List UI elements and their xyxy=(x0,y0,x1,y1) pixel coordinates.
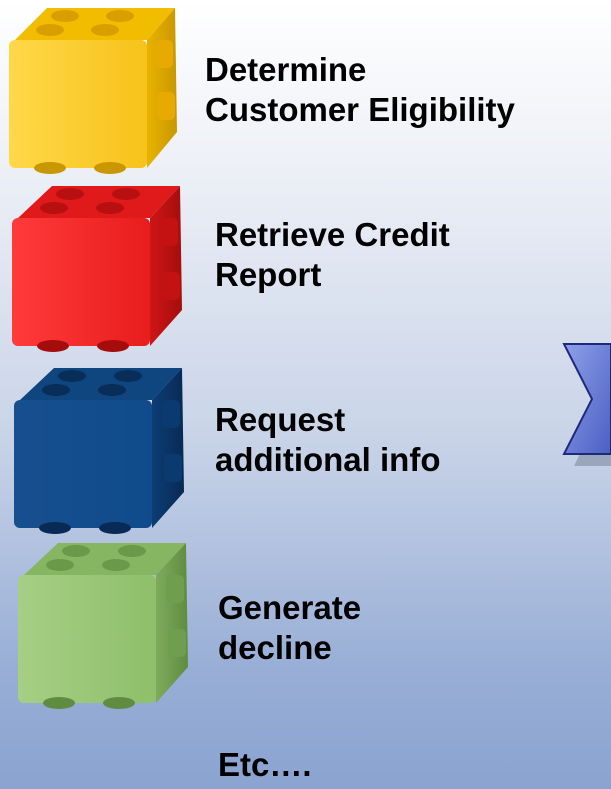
step-label-line1: Request xyxy=(215,401,346,438)
step-label: Generate decline xyxy=(218,588,361,668)
step-label-line1: Generate xyxy=(218,589,362,626)
red-lego-block xyxy=(12,186,182,352)
chevron-arrow-icon xyxy=(562,343,611,466)
step-label-line1: Determine xyxy=(205,51,367,88)
step-label-line2: Report xyxy=(215,256,322,293)
step-label: Determine Customer Eligibility xyxy=(205,50,515,130)
step-label: Retrieve Credit Report xyxy=(215,215,450,295)
etc-label: Etc…. xyxy=(218,746,312,783)
step-label-line2: Customer Eligibility xyxy=(205,91,515,128)
blue-lego-block xyxy=(14,368,184,534)
yellow-lego-block xyxy=(9,8,177,174)
step-label-line2: decline xyxy=(218,629,332,666)
green-lego-block xyxy=(18,543,188,709)
step-label: Request additional info xyxy=(215,400,440,480)
step-label-line1: Retrieve Credit xyxy=(215,216,450,253)
step-label-line2: additional info xyxy=(215,441,441,478)
